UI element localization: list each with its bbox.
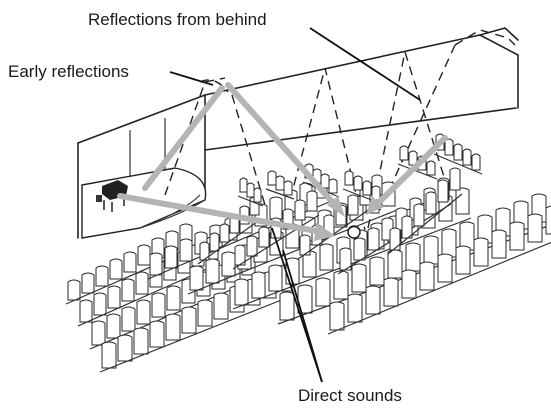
seat: [68, 280, 80, 300]
seat: [247, 236, 257, 256]
seat: [240, 178, 247, 192]
label-reflections-from-behind: Reflections from behind: [88, 10, 267, 29]
seat: [138, 245, 150, 265]
seat: [165, 246, 177, 268]
seat: [220, 224, 229, 242]
seat: [330, 302, 344, 330]
seat: [463, 149, 471, 165]
seat: [492, 230, 506, 258]
seat: [427, 161, 435, 175]
seat: [384, 278, 398, 306]
seat: [320, 244, 333, 270]
seat: [474, 238, 488, 266]
seat: [134, 328, 148, 354]
seat: [124, 252, 136, 272]
seat: [180, 239, 192, 261]
seat: [92, 321, 105, 345]
seat: [118, 335, 132, 361]
seat: [406, 243, 420, 271]
seat: [370, 257, 384, 285]
seat: [284, 181, 292, 195]
seat: [122, 307, 135, 331]
seat: [426, 192, 436, 214]
seat: [150, 321, 164, 347]
seat: [442, 229, 456, 257]
seat: [348, 294, 362, 322]
seat: [214, 293, 228, 319]
seat: [235, 279, 248, 305]
seat: [252, 272, 265, 298]
seat: [402, 270, 416, 298]
seat: [96, 266, 108, 286]
seat: [316, 278, 330, 306]
listener-icon: [348, 226, 360, 238]
seat: [348, 195, 358, 215]
seat: [110, 259, 122, 279]
seat: [352, 264, 366, 292]
seat: [354, 238, 365, 260]
seat: [167, 286, 180, 310]
seat: [247, 183, 254, 197]
seat: [388, 250, 402, 278]
leader-reflections-from-behind: [310, 28, 420, 100]
seat: [222, 252, 235, 276]
seat: [424, 236, 438, 264]
seat: [345, 171, 353, 185]
seat: [210, 233, 219, 251]
seat: [368, 228, 379, 250]
seat: [400, 146, 408, 160]
seat: [137, 300, 150, 324]
seat: [445, 139, 453, 155]
seat: [295, 200, 305, 220]
seat: [269, 265, 282, 291]
seat: [150, 253, 162, 275]
seat: [107, 314, 120, 338]
seat: [402, 216, 412, 238]
seat: [454, 144, 462, 160]
seat: [438, 254, 452, 282]
seat: [366, 286, 380, 314]
seat: [259, 227, 269, 247]
seat: [206, 259, 219, 283]
seat: [254, 188, 261, 202]
label-early-reflections: Early reflections: [8, 62, 129, 81]
seat: [456, 188, 469, 214]
seat: [528, 214, 542, 242]
seat: [390, 228, 400, 250]
seat: [94, 293, 106, 315]
seat: [276, 176, 284, 190]
seat: [102, 342, 116, 368]
seat: [420, 262, 434, 290]
seat: [363, 181, 371, 195]
seat: [136, 272, 148, 294]
seat: [329, 179, 337, 193]
seat: [190, 266, 203, 290]
seat: [82, 273, 94, 293]
seat: [268, 171, 276, 185]
seat: [354, 176, 362, 190]
seat: [166, 314, 180, 340]
seat: [270, 197, 282, 219]
seat: [450, 168, 460, 190]
seat: [334, 271, 348, 299]
seat: [122, 279, 134, 301]
seat: [280, 292, 294, 320]
seat: [438, 180, 448, 202]
seat: [472, 154, 480, 170]
seat: [198, 300, 212, 326]
seat: [182, 307, 196, 333]
seat: [80, 300, 92, 322]
seat: [546, 206, 551, 234]
seat: [108, 286, 120, 308]
seat: [414, 204, 424, 226]
label-direct-sounds: Direct sounds: [298, 386, 402, 405]
seat: [307, 191, 317, 211]
seat: [456, 246, 470, 274]
seat: [321, 174, 329, 188]
seat: [510, 222, 524, 250]
leader-early-reflections: [170, 72, 213, 85]
seat: [152, 293, 165, 317]
